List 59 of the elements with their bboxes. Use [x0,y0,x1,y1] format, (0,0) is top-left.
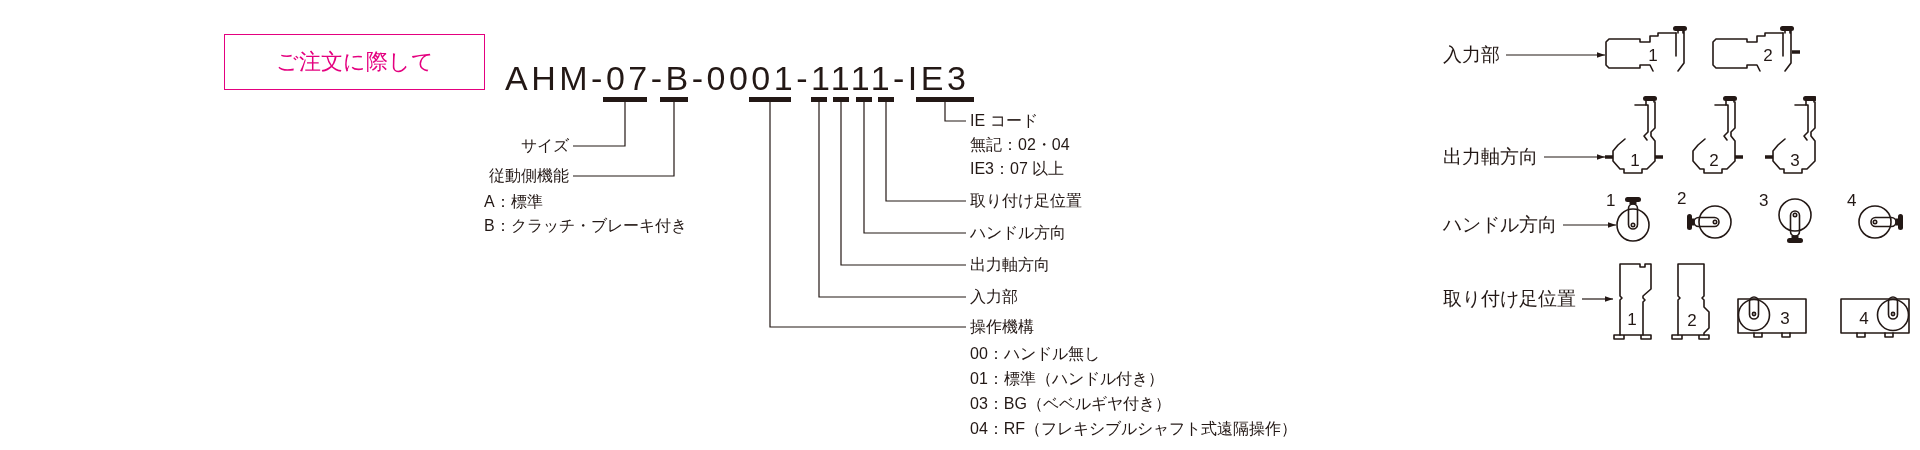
arrow [1505,52,1606,58]
leader-line [572,101,626,147]
code-underline [603,97,647,102]
handwheel-drawing [1778,198,1812,243]
field-label: サイズ [521,136,569,156]
callout-number: 2 [1687,311,1697,329]
arrow [1562,222,1617,228]
callout-number: 2 [1677,190,1687,208]
handwheel-drawing [1616,197,1650,242]
leader-line [885,101,967,202]
field-label: 出力軸方向 [970,255,1050,275]
callout-number: 4 [1859,309,1869,327]
code-underline [916,97,974,102]
field-label: 操作機構 [970,317,1034,337]
code-underline [749,97,791,102]
callout-number: 3 [1790,151,1800,169]
callout-number: 2 [1709,151,1719,169]
leader-line [944,101,967,122]
leader-line [572,101,675,177]
row-label: 出力軸方向 [1443,145,1538,169]
option-text: 03：BG（ベベルギヤ付き） [970,394,1171,414]
option-text: A：標準 [484,192,543,212]
option-text: 04：RF（フレキシブルシャフト式遠隔操作） [970,419,1298,439]
field-label: 取り付け足位置 [970,191,1082,211]
callout-number: 3 [1780,309,1790,327]
code-underline [660,97,688,102]
leader-line [818,101,967,298]
field-label: 入力部 [970,287,1018,307]
callout-number: 1 [1606,192,1616,210]
title-banner: ご注文に際して [224,34,485,90]
option-text: 無記：02・04 [970,135,1070,155]
option-text: B：クラッチ・ブレーキ付き [484,216,687,236]
field-label: IE コード [970,111,1038,131]
option-text: 01：標準（ハンドル付き） [970,369,1164,389]
field-label: 従動側機能 [489,166,569,186]
leader-line [863,101,967,234]
code-underline [833,97,849,102]
row-label: ハンドル方向 [1443,213,1557,237]
callout-number: 1 [1630,151,1640,169]
code-underline [811,97,827,102]
callout-number: 4 [1847,192,1857,210]
callout-number: 2 [1763,46,1773,64]
leader-line [769,101,967,328]
option-text: IE3：07 以上 [970,159,1065,179]
arrow [1581,296,1614,302]
callout-number: 1 [1627,310,1637,328]
callout-number: 3 [1759,192,1769,210]
callout-number: 1 [1648,46,1658,64]
option-text: 00：ハンドル無し [970,344,1100,364]
handwheel-drawing [1687,205,1732,239]
model-code: AHM-07-B-0001-1111-IE3 [505,61,970,95]
row-label: 取り付け足位置 [1443,287,1576,311]
field-label: ハンドル方向 [970,223,1066,243]
handwheel-drawing [1858,205,1903,239]
code-underline [878,97,894,102]
arrow [1543,154,1606,160]
row-label: 入力部 [1443,43,1500,67]
leader-line [840,101,967,266]
code-underline [856,97,872,102]
